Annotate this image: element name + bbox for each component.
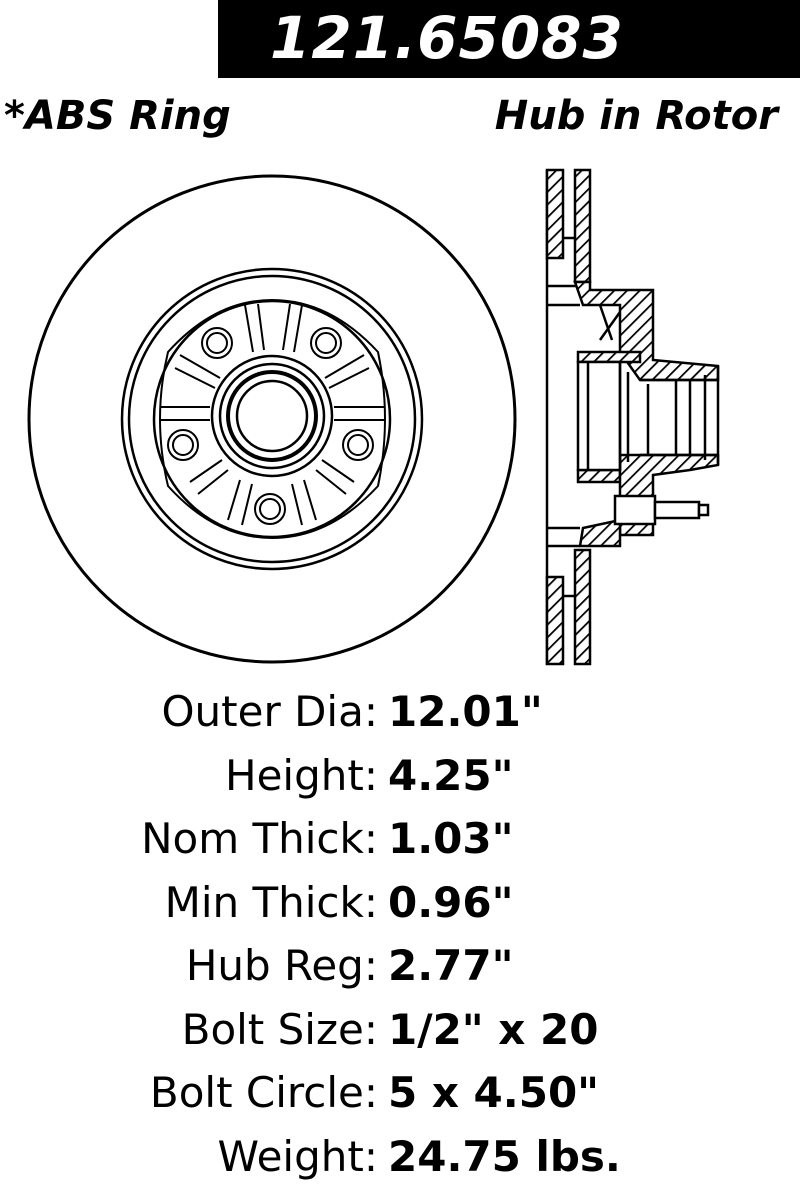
spec-row-hub-reg: Hub Reg:2.77": [0, 934, 800, 998]
spec-label: Hub Reg:: [0, 941, 388, 990]
spec-value: 4.25": [388, 751, 514, 800]
rotor-front-view-icon: [29, 176, 515, 662]
spec-value: 2.77": [388, 941, 514, 990]
drawings: [0, 0, 800, 680]
spec-value: 1.03": [388, 814, 514, 863]
spec-label: Bolt Size:: [0, 1005, 388, 1054]
spec-table: Outer Dia:12.01" Height:4.25" Nom Thick:…: [0, 680, 800, 1188]
spec-value: 0.96": [388, 878, 514, 927]
spec-row-bolt-size: Bolt Size:1/2" x 20: [0, 998, 800, 1062]
spec-row-min-thick: Min Thick:0.96": [0, 871, 800, 935]
spec-label: Weight:: [0, 1132, 388, 1181]
spec-label: Bolt Circle:: [0, 1068, 388, 1117]
rotor-cross-section-icon: [547, 170, 718, 665]
spec-value: 12.01": [388, 687, 543, 736]
spec-label: Height:: [0, 751, 388, 800]
spec-row-height: Height:4.25": [0, 744, 800, 808]
spec-row-nom-thick: Nom Thick:1.03": [0, 807, 800, 871]
spec-label: Min Thick:: [0, 878, 388, 927]
spec-value: 5 x 4.50": [388, 1068, 599, 1117]
spec-row-bolt-circle: Bolt Circle:5 x 4.50": [0, 1061, 800, 1125]
spec-label: Outer Dia:: [0, 687, 388, 736]
spec-value: 1/2" x 20: [388, 1005, 598, 1054]
spec-row-weight: Weight:24.75 lbs.: [0, 1125, 800, 1188]
spec-label: Nom Thick:: [0, 814, 388, 863]
spec-row-outer-dia: Outer Dia:12.01": [0, 680, 800, 744]
spec-value: 24.75 lbs.: [388, 1132, 621, 1181]
